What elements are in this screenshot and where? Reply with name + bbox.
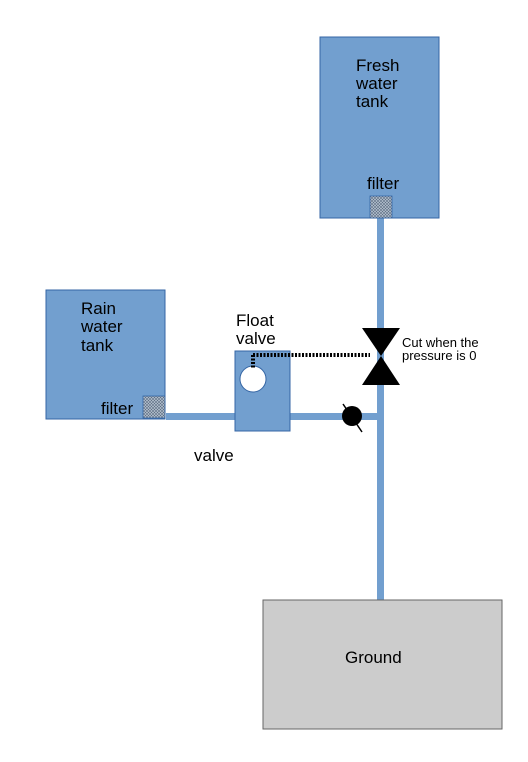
fresh-water-tank: Fresh water tank filter	[319, 36, 440, 219]
float-valve-label-line2: valve	[236, 329, 276, 348]
fresh-tank-label-line1: Fresh	[356, 56, 399, 75]
fresh-tank-label-line2: water	[355, 74, 398, 93]
fresh-vertical-pipe	[377, 218, 384, 601]
fresh-tank-label-line3: tank	[356, 92, 389, 111]
rain-tank-label-line1: Rain	[81, 299, 116, 318]
float-valve-body	[234, 350, 291, 432]
valve-label: valve	[194, 446, 234, 465]
rain-filter-label: filter	[101, 399, 133, 418]
float-to-main-pipe	[290, 413, 380, 420]
check-valve-icon	[342, 403, 363, 433]
pipes	[166, 218, 384, 601]
float-valve-label-line1: Float	[236, 311, 274, 330]
mesh-filter-icon	[369, 195, 393, 219]
rain-to-float-pipe	[166, 413, 236, 420]
ground-block: Ground	[262, 599, 503, 730]
cut-note-line1: Cut when the	[402, 335, 479, 350]
float-valve: Float valve	[234, 311, 370, 432]
mesh-filter-icon	[142, 395, 166, 419]
fresh-filter-label: filter	[367, 174, 399, 193]
cut-note-line2: pressure is 0	[402, 348, 476, 363]
float-ball-icon	[239, 365, 267, 393]
rain-tank-label-line3: tank	[81, 336, 114, 355]
pressure-cut-valve-icon	[362, 328, 400, 385]
ground-label: Ground	[345, 648, 402, 667]
rain-water-tank: Rain water tank filter	[45, 289, 166, 420]
rain-tank-label-line2: water	[80, 317, 123, 336]
